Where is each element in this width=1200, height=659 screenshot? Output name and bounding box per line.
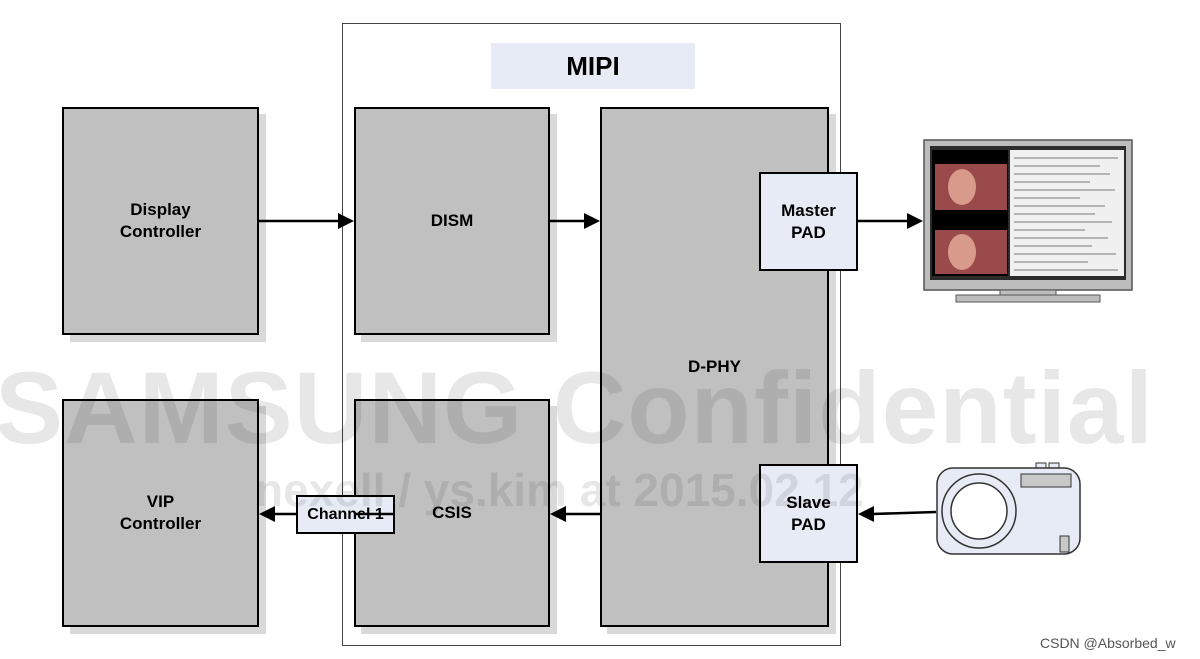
- credit-text: CSDN @Absorbed_w: [1040, 635, 1176, 651]
- arrowhead-monitor: [907, 213, 923, 229]
- arrowhead-dphy: [584, 213, 600, 229]
- watermark-confidential: SAMSUNG Confidential: [0, 350, 1154, 467]
- monitor-icon: [924, 140, 1132, 302]
- camera-icon: [937, 463, 1080, 554]
- watermark-owner: nexell / ys.kim at 2015.02.12: [255, 463, 864, 517]
- arrow-camera-to-slave: [872, 512, 936, 514]
- arrowhead-dism: [338, 213, 354, 229]
